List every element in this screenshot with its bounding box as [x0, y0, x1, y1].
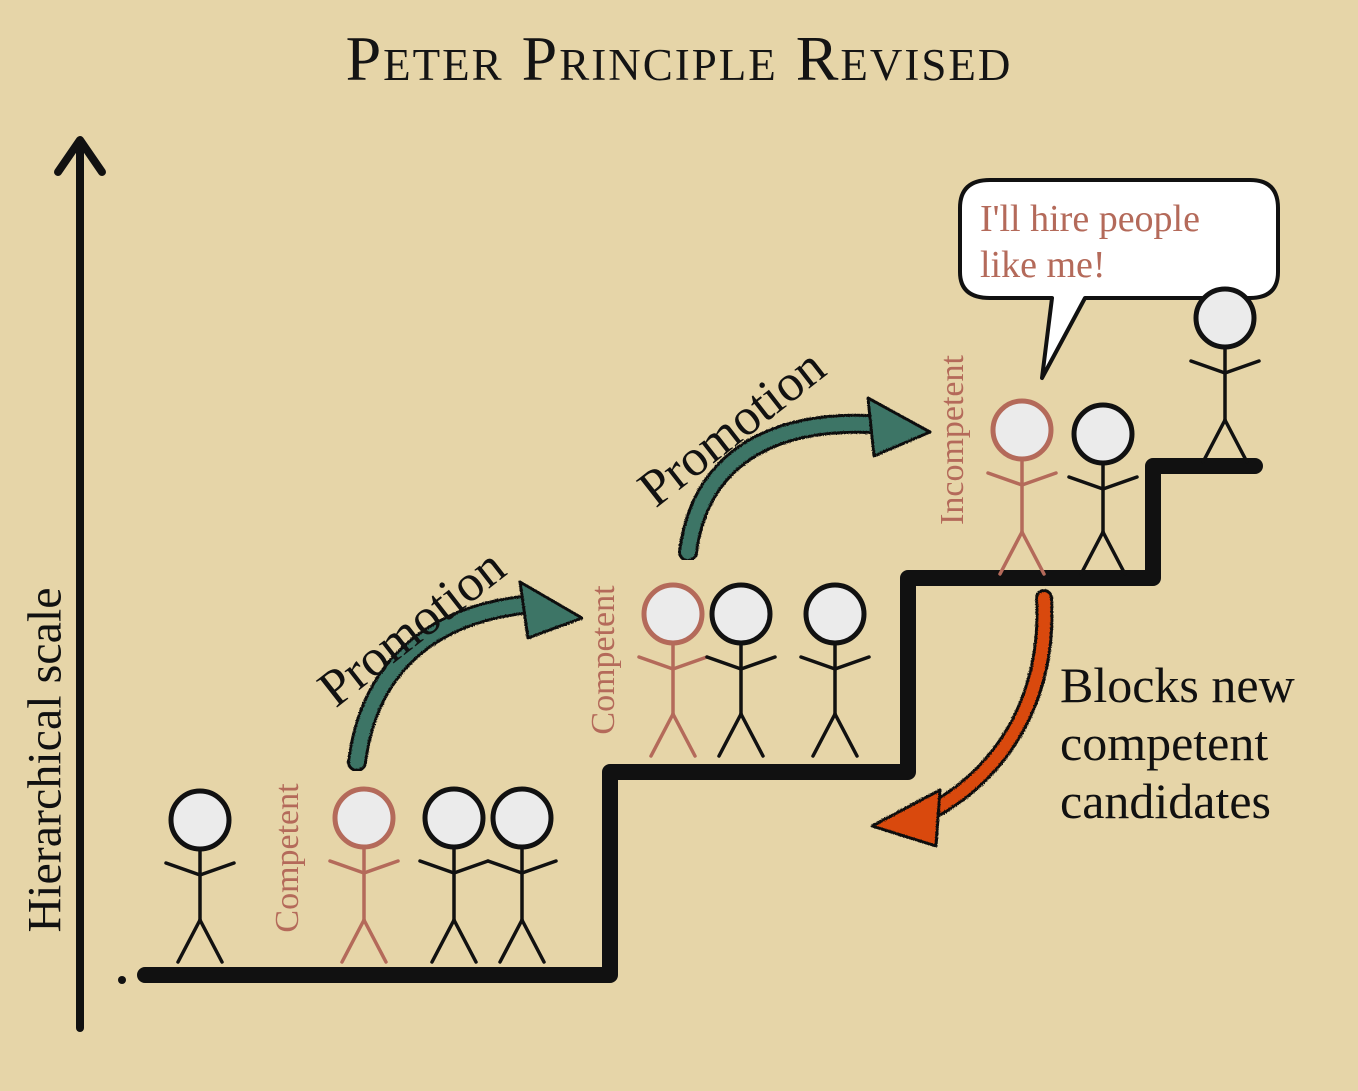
speech-bubble [958, 178, 1280, 380]
speech-line-2: like me! [980, 244, 1106, 286]
people-group [164, 286, 1261, 964]
blocks-line-1: Blocks new [1060, 657, 1295, 713]
stick-figure-9 [1067, 402, 1139, 576]
stair-start-dot [118, 976, 126, 984]
competent-label-1: Competent [269, 783, 306, 933]
hierarchy-axis-arrow [54, 136, 106, 1032]
stick-figure-10 [1189, 286, 1261, 464]
stick-figure-3 [418, 786, 490, 964]
blocks-line-3: candidates [1060, 773, 1272, 829]
promotion-arrow-1 [347, 580, 584, 772]
stick-figure-8 [986, 398, 1058, 576]
stick-figure-4 [486, 786, 558, 964]
stick-figure-5 [637, 582, 709, 758]
speech-line-1: I'll hire people [980, 198, 1200, 240]
stick-figure-6 [705, 582, 777, 758]
competent-label-2: Competent [585, 585, 622, 735]
blocks-line-2: competent [1060, 715, 1269, 771]
axis-label: Hierarchical scale [18, 587, 72, 933]
blocks-note: Blocks new competent candidates [1060, 656, 1350, 830]
stick-figure-2 [328, 786, 400, 964]
incompetent-label: Incompetent [934, 355, 971, 525]
stick-figure-7 [799, 582, 871, 758]
blocks-arrow [870, 589, 1054, 848]
page-title: Peter Principle Revised [345, 23, 1013, 94]
hierarchy-staircase [137, 458, 1263, 983]
promotion-arrow-2 [678, 396, 932, 562]
stick-figure-1 [164, 788, 236, 964]
speech-bubble-text: I'll hire people like me! [980, 196, 1270, 288]
